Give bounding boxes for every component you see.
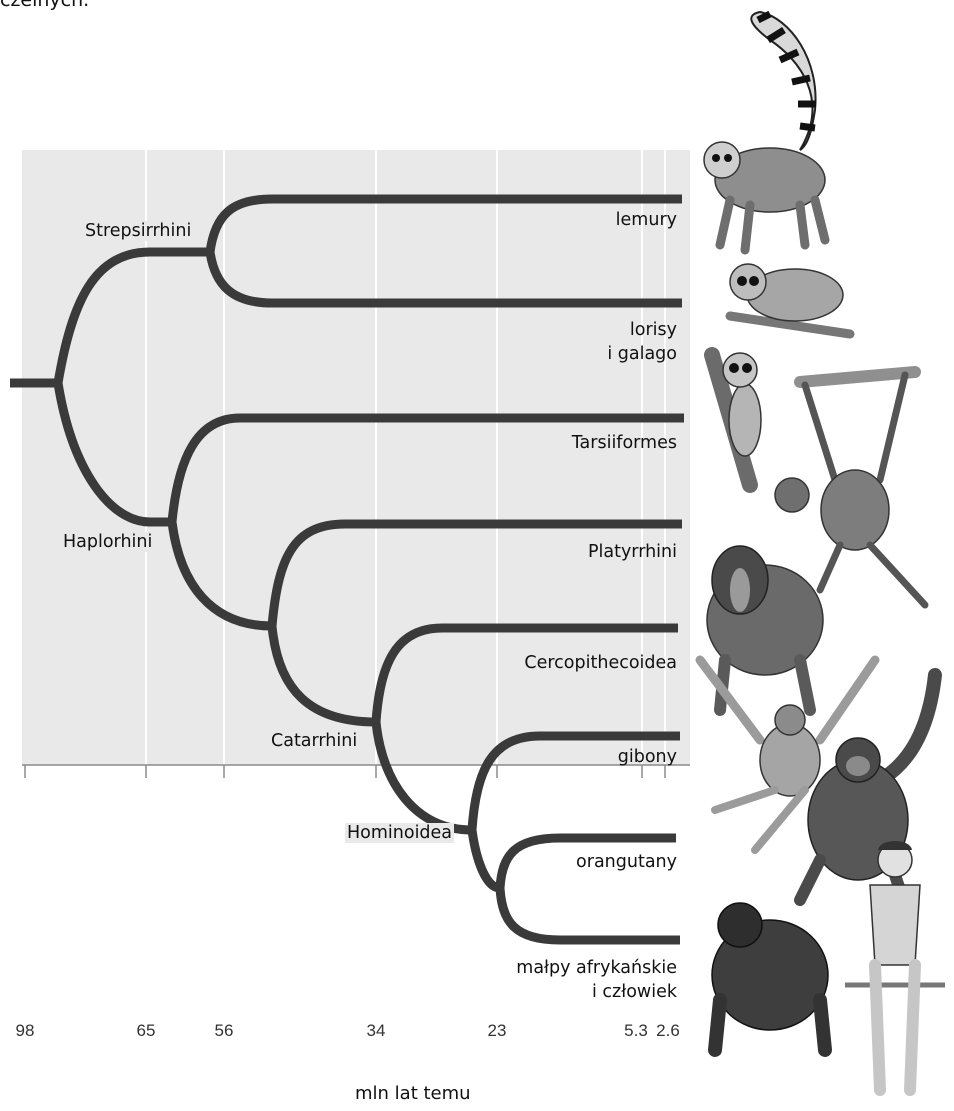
gorilla-illustration: [712, 903, 828, 1050]
orangutan-illustration: [800, 675, 935, 905]
lemur-illustration: [704, 12, 825, 250]
loris-illustration: [730, 264, 850, 334]
spider-monkey-illustration: [775, 372, 925, 605]
tarsier-illustration: [712, 353, 761, 485]
